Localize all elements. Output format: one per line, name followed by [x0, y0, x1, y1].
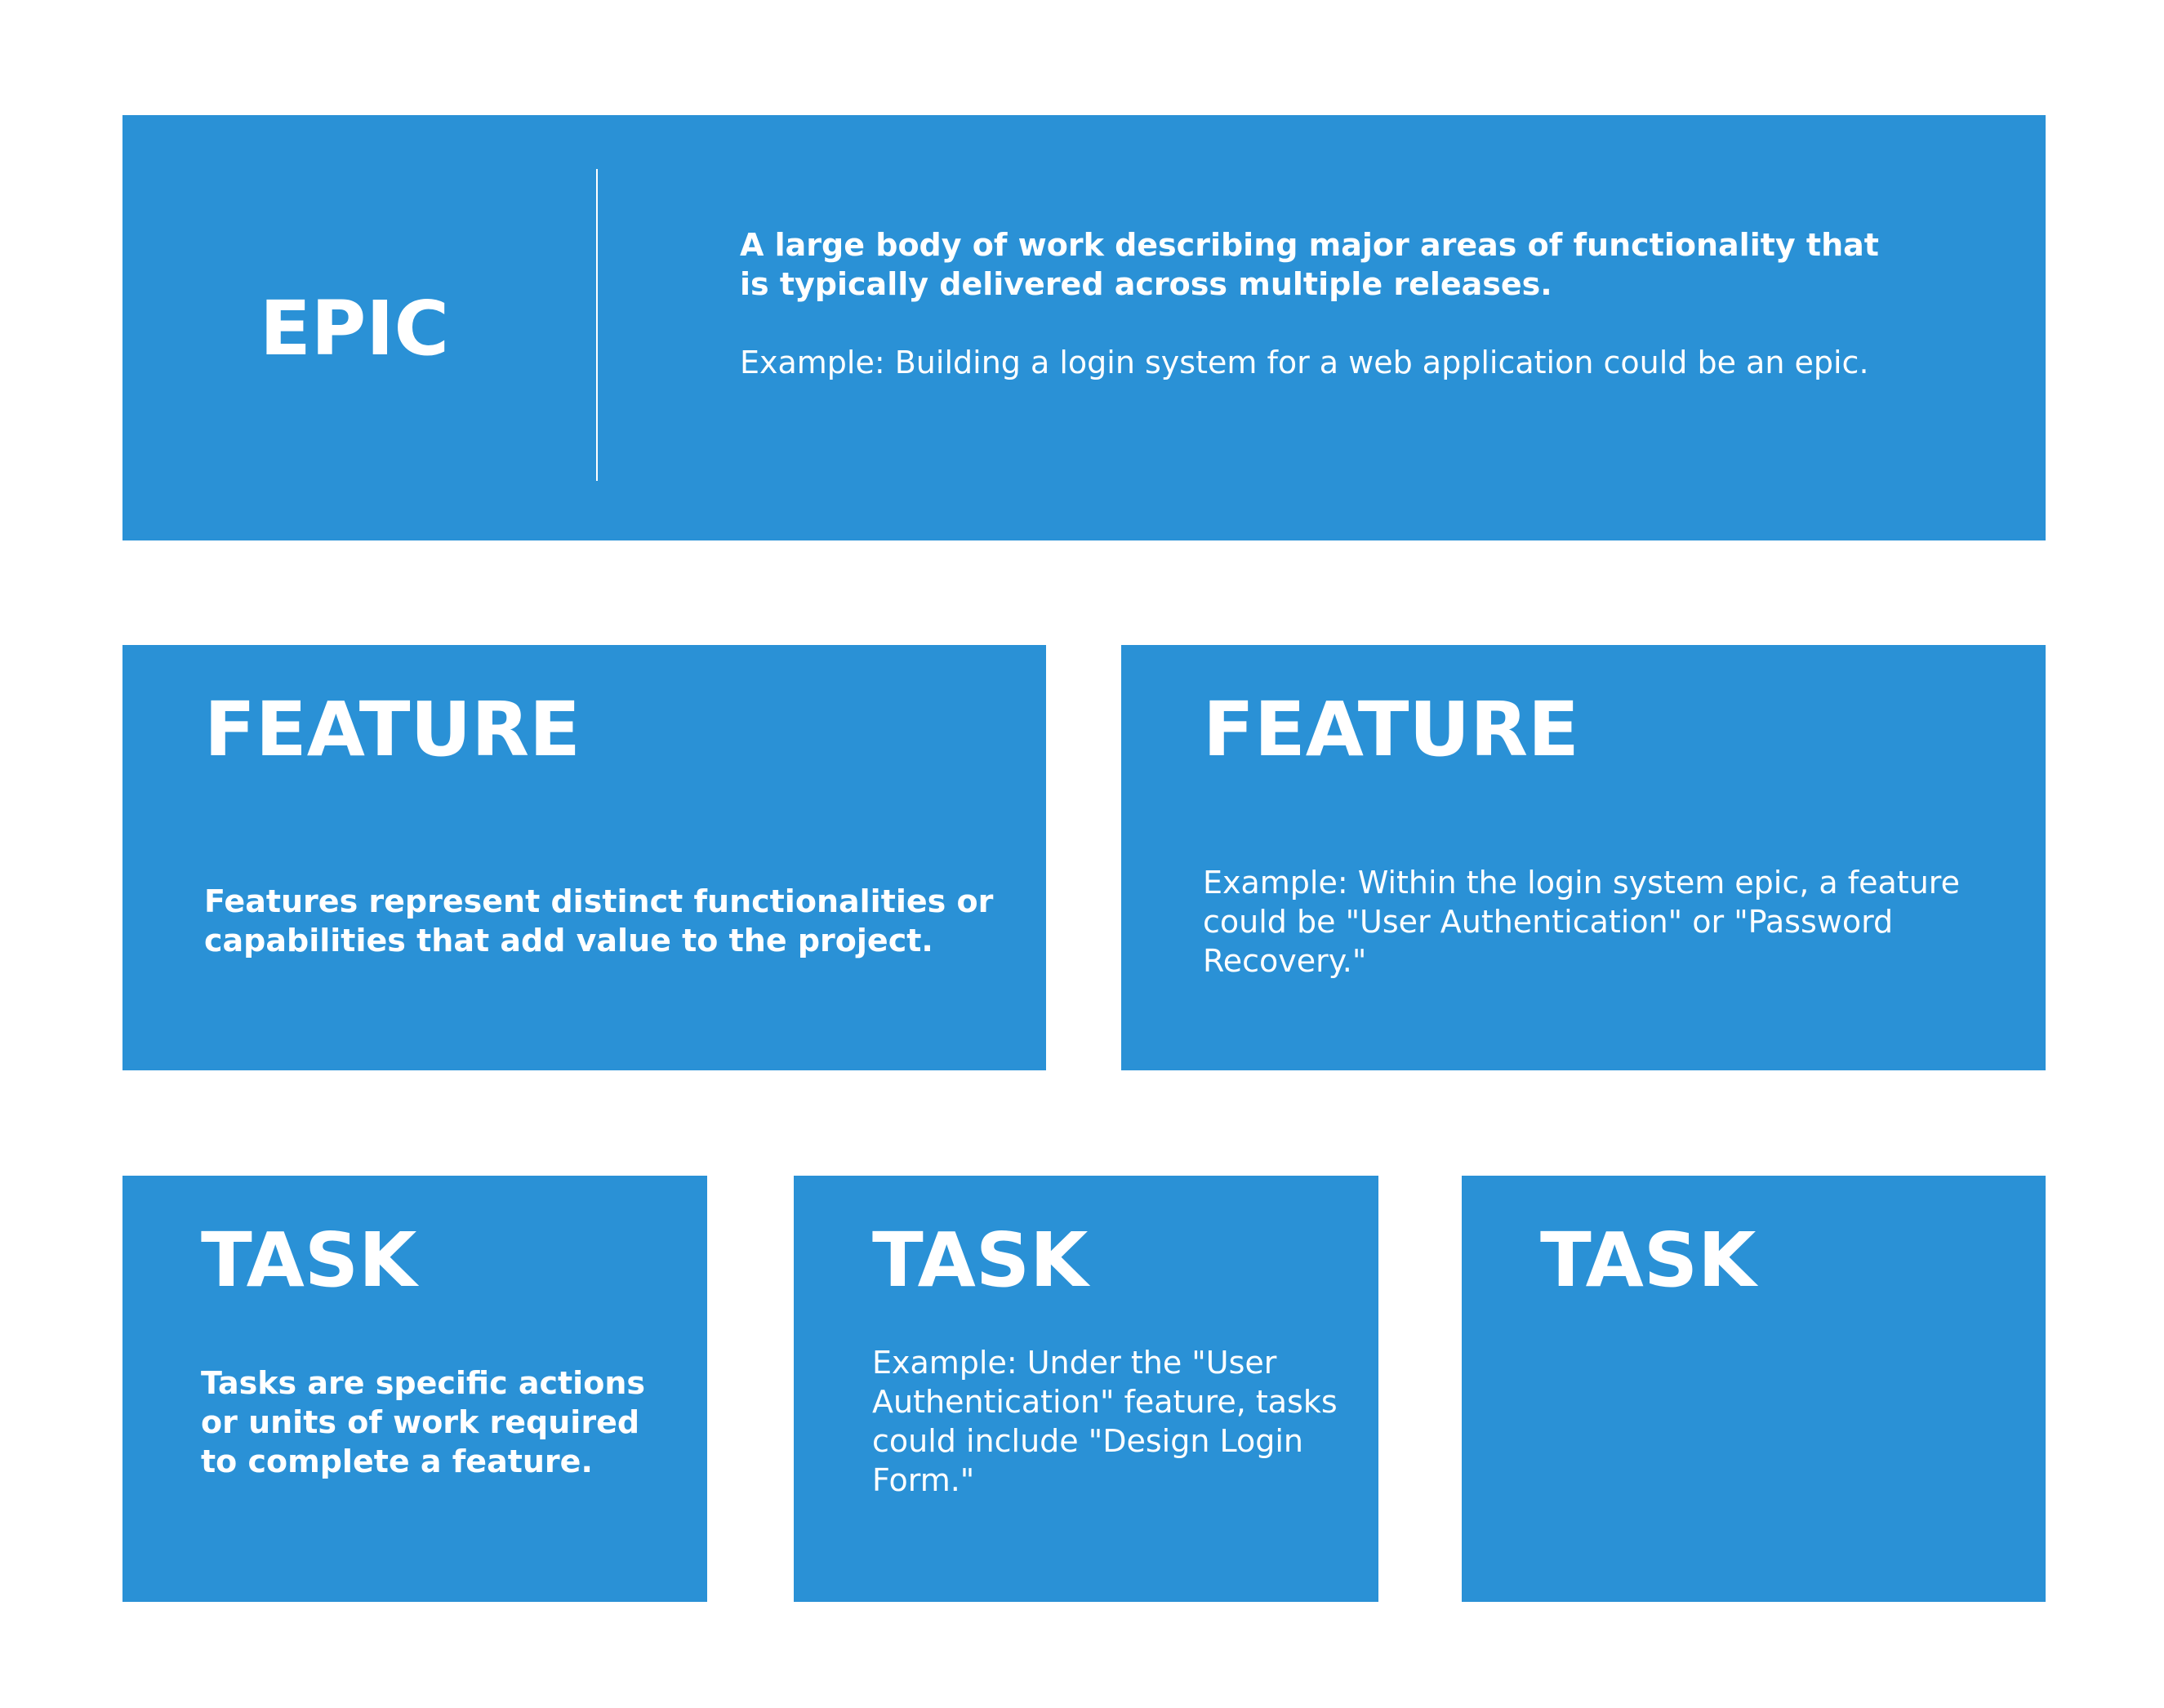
- epic-title: EPIC: [260, 285, 450, 372]
- task-title: TASK: [201, 1217, 417, 1304]
- task-description: Tasks are specific actions or units of w…: [201, 1365, 645, 1479]
- feature-card-definition: FEATURE Features represent distinct func…: [122, 645, 1046, 1070]
- epic-example: Example: Building a login system for a w…: [740, 345, 1869, 380]
- task-card-definition: TASK Tasks are specific actions or units…: [122, 1176, 707, 1602]
- feature-title: FEATURE: [1203, 686, 1579, 773]
- feature-title: FEATURE: [204, 686, 581, 773]
- task-card-example: TASK Example: Under the "User Authentica…: [794, 1176, 1378, 1602]
- feature-example: Example: Within the login system epic, a…: [1203, 865, 1960, 979]
- epic-divider: [596, 169, 598, 481]
- epic-card: EPIC A large body of work describing maj…: [122, 115, 2046, 540]
- task-title: TASK: [1540, 1217, 1757, 1304]
- task-card-empty: TASK: [1462, 1176, 2046, 1602]
- feature-card-example: FEATURE Example: Within the login system…: [1121, 645, 2046, 1070]
- task-title: TASK: [872, 1217, 1089, 1304]
- epic-description: A large body of work describing major ar…: [740, 227, 1879, 302]
- task-example: Example: Under the "User Authentication"…: [872, 1345, 1338, 1498]
- feature-description: Features represent distinct functionalit…: [204, 883, 994, 959]
